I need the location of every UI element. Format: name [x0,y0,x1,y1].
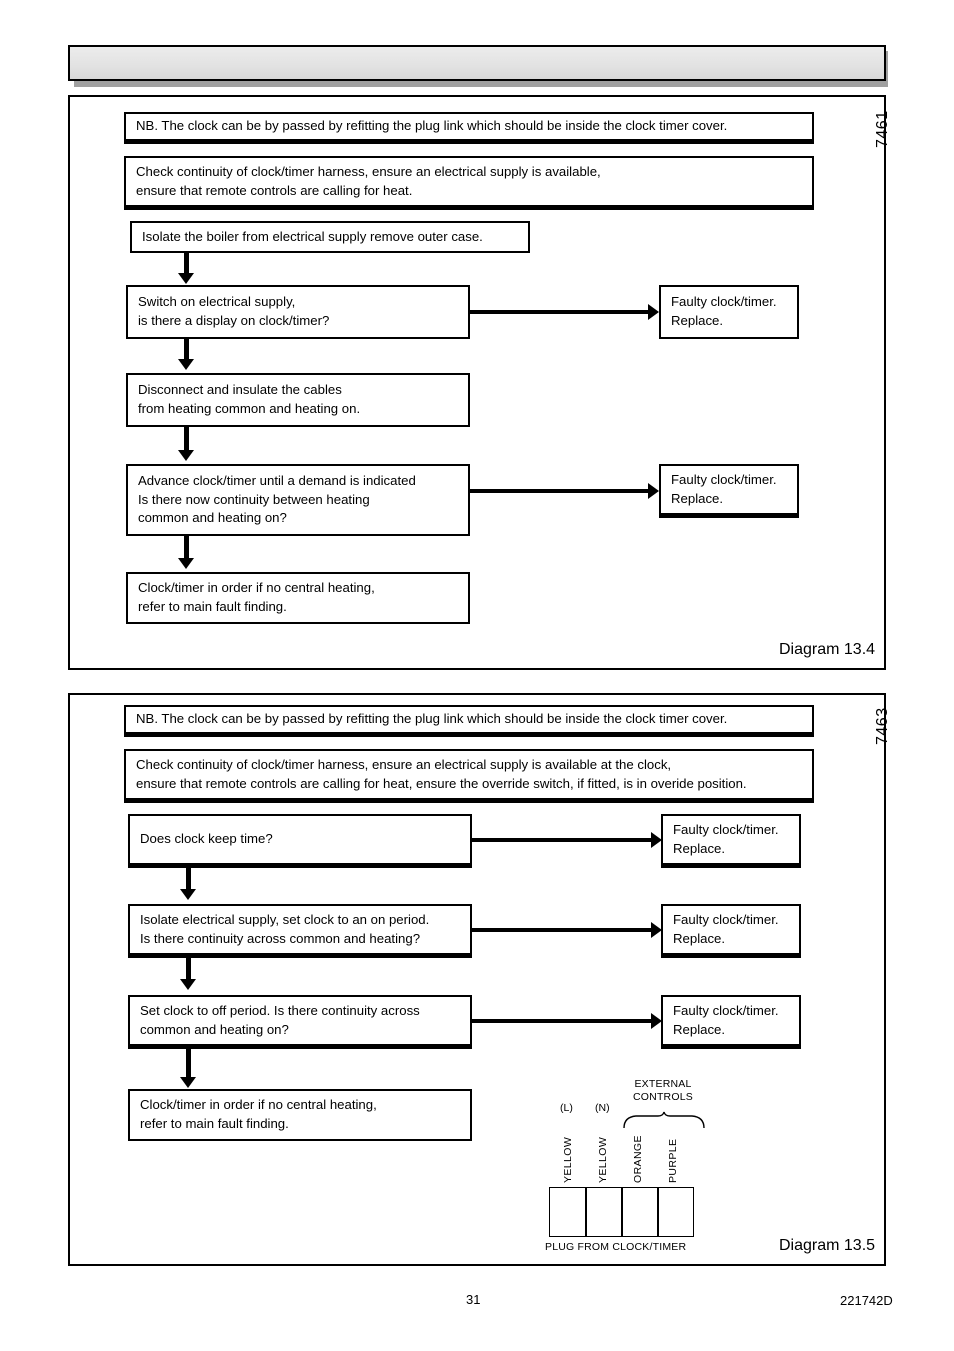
panel-1-reference-number: 7461 [874,110,891,148]
terminal-l-label: (L) [560,1102,573,1114]
wire-label-4: PURPLE [667,1138,679,1183]
panel-2-caption: Diagram 13.5 [779,1237,876,1254]
panel-2-branch-1-line [472,838,658,842]
panel-2-note-2: Check continuity of clock/timer harness,… [124,749,814,803]
panel-2-branch-1-arrowhead [651,832,662,848]
panel-1-step-5: Clock/timer in order if no central heati… [126,572,470,624]
panel-1-step-4: Advance clock/timer until a demand is in… [126,464,470,536]
panel-1-connector-3 [184,427,189,456]
panel-2-branch-2-line [472,928,658,932]
panel-2-step-4: Clock/timer in order if no central heati… [128,1089,472,1141]
panel-1-connector-2-arrowhead [178,359,194,370]
wire-label-2: YELLOW [597,1136,609,1183]
panel-1-connector-3-arrowhead [178,450,194,461]
panel-2-reference-number: 7463 [874,707,891,745]
panel-2-connector-2-arrowhead [180,979,196,990]
page-header-bar [68,45,886,81]
plug-divider-3 [657,1187,659,1237]
panel-2-outcome-1: Faulty clock/timer. Replace. [661,814,801,868]
panel-1-outcome-2: Faulty clock/timer. Replace. [659,464,799,518]
panel-1-branch-2-arrowhead [648,483,659,499]
panel-1-caption: Diagram 13.4 [779,641,876,658]
terminal-n-label: (N) [595,1102,610,1114]
panel-1-connector-4 [184,536,189,564]
panel-2-connector-2 [186,958,191,985]
plug-divider-1 [585,1187,587,1237]
panel-1-step-1: Isolate the boiler from electrical suppl… [130,221,530,253]
panel-1-step-3: Disconnect and insulate the cables from … [126,373,470,427]
panel-2-branch-3-arrowhead [651,1013,662,1029]
panel-2-connector-3-arrowhead [180,1077,196,1088]
wire-label-3: ORANGE [632,1135,644,1183]
panel-2-connector-3 [186,1049,191,1081]
plug-connector-diagram: EXTERNAL CONTROLS (L) (N) YELLOW YELLOW … [540,1073,720,1253]
panel-2-connector-1 [186,868,191,895]
external-controls-brace [623,1111,705,1129]
external-controls-label: EXTERNAL CONTROLS [633,1078,693,1103]
panel-2-outcome-2: Faulty clock/timer. Replace. [661,904,801,958]
plug-divider-2 [621,1187,623,1237]
panel-2-step-1: Does clock keep time? [128,814,472,868]
panel-1-branch-1-arrowhead [648,304,659,320]
panel-2-step-3: Set clock to off period. Is there contin… [128,995,472,1049]
panel-2-branch-2-arrowhead [651,922,662,938]
panel-2-step-2: Isolate electrical supply, set clock to … [128,904,472,958]
page-number: 31 [466,1292,481,1307]
panel-1-connector-4-arrowhead [178,558,194,569]
panel-1-note-2: Check continuity of clock/timer harness,… [124,156,814,210]
plug-caption: PLUG FROM CLOCK/TIMER [545,1241,687,1253]
panel-2-branch-3-line [472,1019,658,1023]
panel-1-step-2: Switch on electrical supply, is there a … [126,285,470,339]
panel-2-outcome-3: Faulty clock/timer. Replace. [661,995,801,1049]
panel-1-note-1: NB. The clock can be by passed by refitt… [124,112,814,144]
panel-1-branch-1-line [470,310,655,314]
panel-1-connector-1-arrowhead [178,273,194,284]
panel-1-connector-2 [184,339,189,365]
document-code: 221742D [840,1293,893,1308]
header-bar-shadow-bottom [74,77,888,87]
panel-1-connector-1 [184,253,189,279]
panel-2-note-1: NB. The clock can be by passed by refitt… [124,705,814,737]
wire-label-1: YELLOW [562,1136,574,1183]
panel-1-outcome-1: Faulty clock/timer. Replace. [659,285,799,339]
panel-2-connector-1-arrowhead [180,889,196,900]
panel-1-branch-2-line [470,489,655,493]
header-bar-fill [70,47,884,79]
